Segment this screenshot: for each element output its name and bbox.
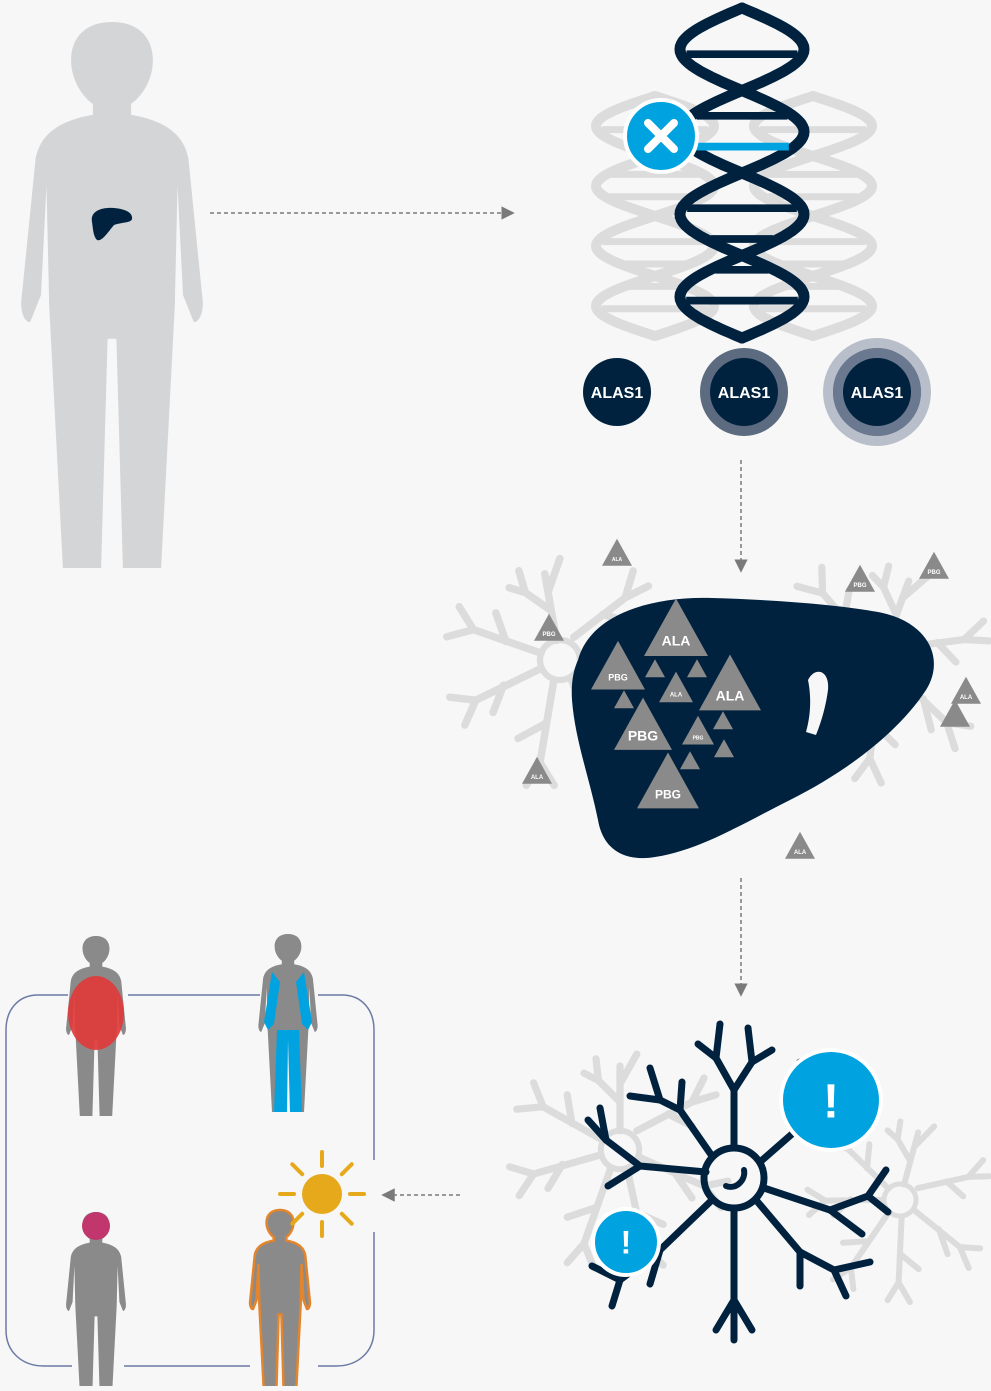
triangle-label: ALA: [612, 557, 623, 563]
triangle-label: ALA: [670, 693, 683, 699]
enzyme-alas1: ALAS1: [583, 358, 651, 426]
panel-frame-right: [318, 995, 374, 1160]
head-highlight: [82, 1212, 110, 1240]
sun-icon: [280, 1152, 364, 1236]
exclamation-icon: !: [781, 1050, 881, 1150]
neuron-dendrite: [752, 1050, 772, 1062]
enzyme-label: ALAS1: [591, 385, 644, 402]
neuron-dendrite: [734, 1028, 752, 1090]
scattered-triangle: ALA: [602, 539, 632, 566]
triangle-label: ALA: [531, 775, 544, 781]
triangle-label: PBG: [655, 787, 681, 801]
liver-shape: [572, 598, 934, 858]
torso-highlight: [68, 976, 124, 1050]
neuron-dendrite: [830, 1210, 862, 1234]
exclamation-icon: !: [593, 1209, 659, 1275]
enzyme-alas1: ALAS1: [823, 338, 931, 446]
liver: [572, 598, 934, 858]
scattered-triangle: PBG: [919, 552, 949, 579]
neuron-dendrite: [680, 1082, 682, 1110]
alert-symbol: !: [621, 1225, 632, 1261]
person-silhouette: [21, 22, 203, 568]
person-skin: [250, 1210, 310, 1386]
alas1-enzymes: ALAS1 ALAS1 ALAS1: [583, 338, 931, 446]
neuron-dendrite: [716, 1024, 734, 1148]
neuron-dendrite: [630, 1096, 660, 1100]
scattered-triangle: ALA: [951, 677, 981, 704]
patient-silhouette: [21, 22, 203, 568]
neuron-dendrite: [834, 1262, 870, 1270]
scattered-triangle: [940, 700, 970, 727]
symptom-panel: [6, 934, 374, 1386]
scattered-triangle: ALA: [785, 832, 815, 859]
enzyme-label: ALAS1: [718, 385, 771, 402]
scattered-triangle: PBG: [534, 614, 564, 641]
triangle-label: PBG: [927, 570, 940, 576]
leg-highlight: [274, 1030, 302, 1112]
panel-frame-right-lower: [318, 1232, 374, 1366]
alert-symbol: !: [823, 1075, 839, 1128]
x-icon: [625, 100, 697, 172]
triangle-label: ALA: [794, 850, 807, 856]
triangle-label: PBG: [853, 583, 866, 589]
triangle-label: PBG: [628, 727, 658, 743]
triangle-shape: [940, 700, 970, 727]
panel-frame-left: [6, 995, 72, 1366]
triangle-label: PBG: [608, 673, 628, 683]
triangle-label: PBG: [542, 632, 555, 638]
enzyme-label: ALAS1: [851, 385, 904, 402]
enzyme-alas1: ALAS1: [700, 348, 788, 436]
triangle-label: ALA: [662, 633, 691, 649]
triangle-label: ALA: [716, 687, 745, 703]
triangle-label: ALA: [960, 695, 973, 701]
triangle-label: PBG: [693, 735, 704, 741]
